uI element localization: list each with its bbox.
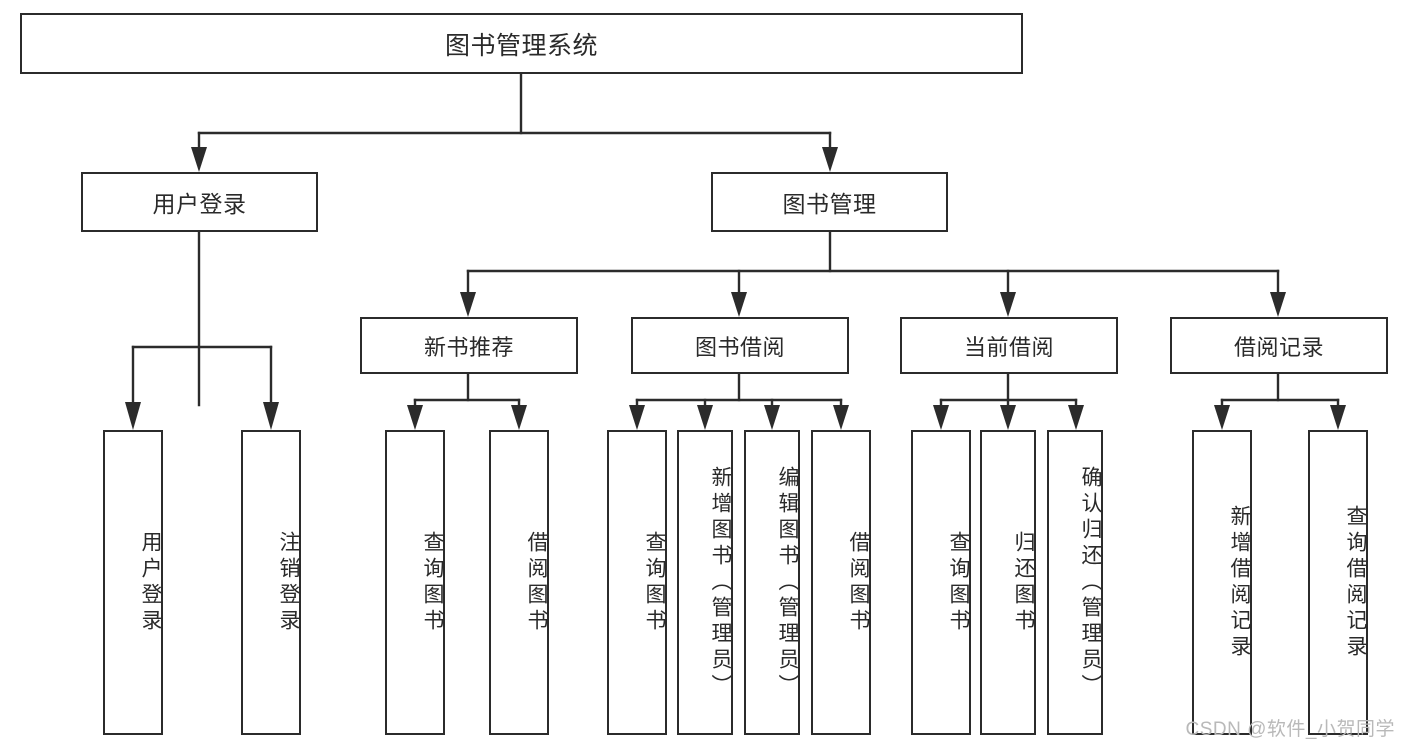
arrow-newbook-leaf-2: [511, 405, 527, 430]
arrow-bookborrow-leaf-2: [697, 405, 713, 430]
arrow-currentborrow-leaf-3: [1068, 405, 1084, 430]
node-leaf-user-login[interactable]: 用户登录: [103, 430, 163, 735]
node-leaf-confirm-return-label: 确认归还（管理员）: [1079, 465, 1102, 700]
arrow-userlogin-leaf-2: [263, 402, 279, 430]
node-leaf-query-book-1[interactable]: 查询图书: [385, 430, 445, 735]
arrow-borrowrecord-leaf-2: [1330, 405, 1346, 430]
arrow-currentborrow-leaf-1: [933, 405, 949, 430]
node-root-library-system[interactable]: 图书管理系统: [20, 13, 1023, 74]
arrow-bookmgmt-to-borrow-record: [1270, 292, 1286, 317]
arrow-currentborrow-leaf-2: [1000, 405, 1016, 430]
node-leaf-borrow-book-1-label: 借阅图书: [525, 530, 548, 635]
node-book-management[interactable]: 图书管理: [711, 172, 948, 232]
node-leaf-query-book-2[interactable]: 查询图书: [607, 430, 667, 735]
arrow-bookborrow-leaf-3: [764, 405, 780, 430]
node-leaf-return-book-label: 归还图书: [1012, 530, 1035, 635]
node-leaf-query-book-2-label: 查询图书: [643, 530, 666, 635]
node-leaf-query-record[interactable]: 查询借阅记录: [1308, 430, 1368, 735]
arrow-borrowrecord-leaf-1: [1214, 405, 1230, 430]
node-leaf-query-book-1-label: 查询图书: [421, 530, 444, 635]
node-leaf-edit-book[interactable]: 编辑图书（管理员）: [744, 430, 800, 735]
node-book-borrow-label: 图书借阅: [694, 334, 785, 360]
node-leaf-edit-book-label: 编辑图书（管理员）: [776, 465, 799, 700]
node-leaf-query-record-label: 查询借阅记录: [1344, 504, 1367, 661]
node-leaf-borrow-book-1[interactable]: 借阅图书: [489, 430, 549, 735]
csdn-watermark: CSDN @软件_小贺同学: [1185, 719, 1395, 740]
node-leaf-return-book[interactable]: 归还图书: [980, 430, 1036, 735]
arrow-bookmgmt-to-new-book: [460, 292, 476, 317]
node-user-login[interactable]: 用户登录: [81, 172, 318, 232]
node-root-label: 图书管理系统: [444, 31, 598, 60]
node-borrow-record-label: 借阅记录: [1233, 334, 1324, 360]
node-leaf-borrow-book-2-label: 借阅图书: [847, 530, 870, 635]
node-current-borrow[interactable]: 当前借阅: [900, 317, 1118, 374]
arrow-userlogin-leaf-1: [125, 402, 141, 430]
node-leaf-query-book-3[interactable]: 查询图书: [911, 430, 971, 735]
node-leaf-add-record[interactable]: 新增借阅记录: [1192, 430, 1252, 735]
arrow-newbook-leaf-1: [407, 405, 423, 430]
node-book-borrow[interactable]: 图书借阅: [631, 317, 849, 374]
arrow-bookmgmt-to-current-borrow: [1000, 292, 1016, 317]
arrow-bookborrow-leaf-4: [833, 405, 849, 430]
node-leaf-add-book-label: 新增图书（管理员）: [709, 465, 732, 700]
node-leaf-borrow-book-2[interactable]: 借阅图书: [811, 430, 871, 735]
node-user-login-label: 用户登录: [152, 191, 247, 217]
node-leaf-logout-login[interactable]: 注销登录: [241, 430, 301, 735]
node-leaf-add-record-label: 新增借阅记录: [1228, 504, 1251, 661]
arrow-bookborrow-leaf-1: [629, 405, 645, 430]
arrow-root-to-book-management: [822, 147, 838, 172]
node-leaf-query-book-3-label: 查询图书: [947, 530, 970, 635]
node-new-book-recommend[interactable]: 新书推荐: [360, 317, 578, 374]
arrow-root-to-user-login: [191, 147, 207, 172]
node-book-management-label: 图书管理: [782, 191, 877, 217]
node-current-borrow-label: 当前借阅: [963, 334, 1054, 360]
node-borrow-record[interactable]: 借阅记录: [1170, 317, 1388, 374]
node-leaf-user-login-label: 用户登录: [139, 530, 162, 635]
node-leaf-logout-login-label: 注销登录: [277, 530, 300, 635]
node-leaf-add-book[interactable]: 新增图书（管理员）: [677, 430, 733, 735]
node-leaf-confirm-return[interactable]: 确认归还（管理员）: [1047, 430, 1103, 735]
arrow-bookmgmt-to-book-borrow: [731, 292, 747, 317]
node-new-book-recommend-label: 新书推荐: [423, 334, 514, 360]
